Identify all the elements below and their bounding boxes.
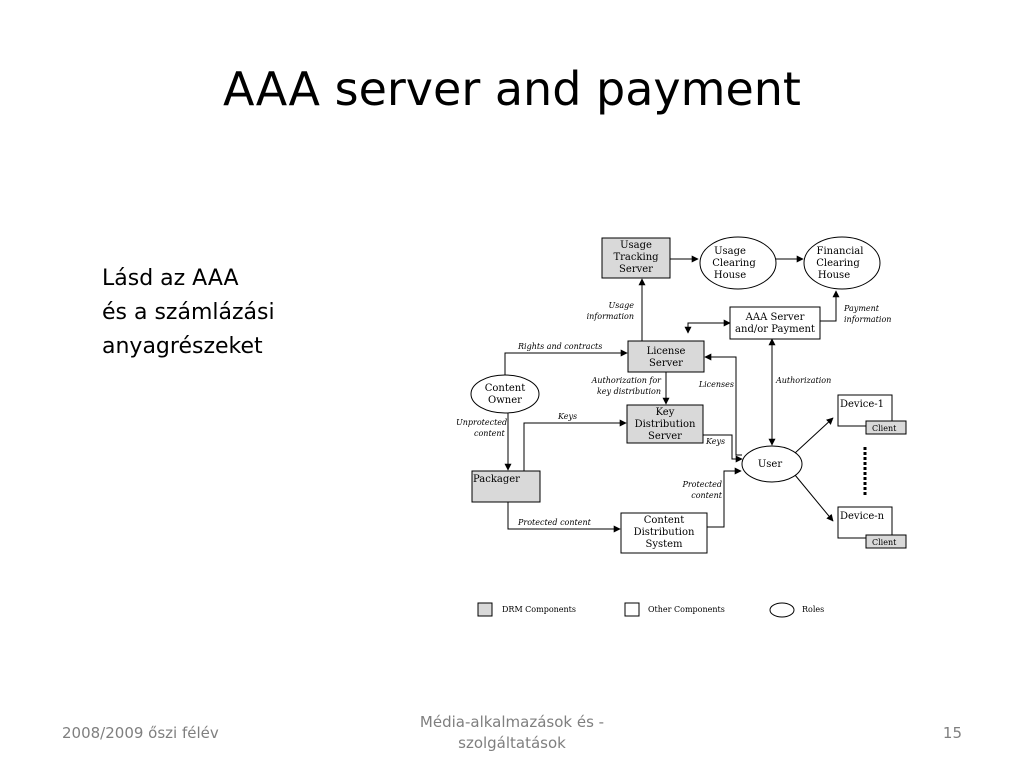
- legend-roles-swatch: [769, 602, 795, 618]
- user-node: User: [741, 445, 803, 483]
- edge-label-licenses: Licenses: [698, 380, 734, 389]
- legend-drm-label: DRM Components: [502, 605, 576, 614]
- edge-label-payment-info-2: information: [844, 315, 891, 324]
- client-1-label: Client: [872, 424, 897, 433]
- edge-label-protected-bottom: Protected content: [517, 518, 592, 527]
- drm-architecture-diagram: Usage Tracking Server Usage Clearing Hou…: [456, 236, 907, 618]
- edge-label-protected-right-2: content: [691, 491, 723, 500]
- content-distribution-label-1: Content: [644, 515, 685, 526]
- edge-label-unprotected-2: content: [474, 429, 506, 438]
- aaa-server-label-1: AAA Server: [745, 312, 805, 323]
- key-distribution-label-3: Server: [648, 431, 682, 442]
- edge-label-authorization: Authorization: [775, 376, 831, 385]
- bullet-line-3: anyagrészeket: [102, 334, 263, 359]
- footer-course: Média-alkalmazások és - szolgáltatások: [362, 712, 662, 754]
- key-distribution-label-2: Distribution: [635, 419, 696, 430]
- financial-clearing-label-1: Financial: [817, 246, 864, 257]
- usage-tracking-server-node: Usage Tracking Server: [601, 237, 671, 279]
- packager-node: Packager: [471, 470, 541, 503]
- usage-clearing-label-3: House: [714, 270, 746, 281]
- usage-clearing-label-1: Usage: [714, 246, 746, 257]
- content-distribution-label-2: Distribution: [634, 527, 695, 538]
- usage-clearing-house-node: Usage Clearing House: [699, 236, 777, 290]
- edge-label-rights-contracts: Rights and contracts: [517, 342, 602, 351]
- license-server-label-2: Server: [649, 358, 683, 369]
- edge-label-auth-key-2: key distribution: [597, 387, 661, 396]
- content-distribution-system-node: Content Distribution System: [620, 512, 708, 554]
- packager-label: Packager: [473, 474, 520, 485]
- edge-label-usage-info-1: Usage: [609, 301, 635, 310]
- diagram-legend: DRM Components Other Components Roles: [477, 602, 824, 618]
- aaa-server-label-2: and/or Payment: [735, 324, 815, 335]
- content-owner-node: Content Owner: [470, 374, 540, 414]
- bullet-line-2: és a számlázási: [102, 300, 275, 325]
- edge-label-payment-info-1: Payment: [843, 304, 880, 313]
- edge-label-auth-key-1: Authorization for: [591, 376, 663, 385]
- client-n-label: Client: [872, 538, 897, 547]
- key-distribution-label-1: Key: [656, 407, 675, 418]
- edge-label-usage-info-2: information: [587, 312, 634, 321]
- edge-label-keys-top: Keys: [557, 412, 577, 421]
- aaa-server-node: AAA Server and/or Payment: [729, 306, 821, 340]
- page-number: 15: [942, 724, 962, 742]
- usage-tracking-label-2: Tracking: [613, 252, 659, 263]
- footer-semester: 2008/2009 őszi félév: [62, 724, 219, 742]
- edge-label-protected-right-1: Protected: [681, 480, 722, 489]
- edge-label-unprotected-1: Unprotected: [456, 418, 507, 427]
- content-owner-label-2: Owner: [488, 395, 522, 406]
- legend-other-label: Other Components: [648, 605, 725, 614]
- bullet-line-1: Lásd az AAA: [102, 266, 239, 291]
- financial-clearing-label-3: House: [818, 270, 850, 281]
- slide-title: AAA server and payment: [223, 62, 801, 116]
- user-label: User: [758, 459, 782, 470]
- financial-clearing-label-2: Clearing: [816, 258, 860, 269]
- usage-tracking-label-3: Server: [619, 264, 653, 275]
- bullet-text: Lásd az AAA és a számlázási anyagrészeke…: [102, 262, 275, 364]
- content-owner-label-1: Content: [485, 383, 526, 394]
- device-n-node: Device-n Client: [837, 506, 907, 549]
- financial-clearing-house-node: Financial Clearing House: [803, 236, 881, 290]
- legend-drm-swatch: [477, 602, 493, 617]
- footer-course-line-1: Média-alkalmazások és -: [419, 713, 605, 731]
- device-n-label: Device-n: [840, 511, 885, 522]
- device-1-label: Device-1: [840, 399, 884, 410]
- usage-tracking-label-1: Usage: [620, 240, 652, 251]
- diagram-edges: [504, 255, 840, 533]
- legend-roles-label: Roles: [802, 605, 824, 614]
- edge-label-keys-side: Keys: [705, 437, 725, 446]
- content-distribution-label-3: System: [645, 539, 683, 550]
- footer-course-line-2: szolgáltatások: [458, 734, 566, 752]
- device-1-node: Device-1 Client: [837, 394, 907, 435]
- license-server-node: License Server: [627, 340, 705, 373]
- key-distribution-server-node: Key Distribution Server: [626, 404, 704, 444]
- license-server-label-1: License: [647, 346, 686, 357]
- legend-other-swatch: [624, 602, 640, 617]
- usage-clearing-label-2: Clearing: [712, 258, 756, 269]
